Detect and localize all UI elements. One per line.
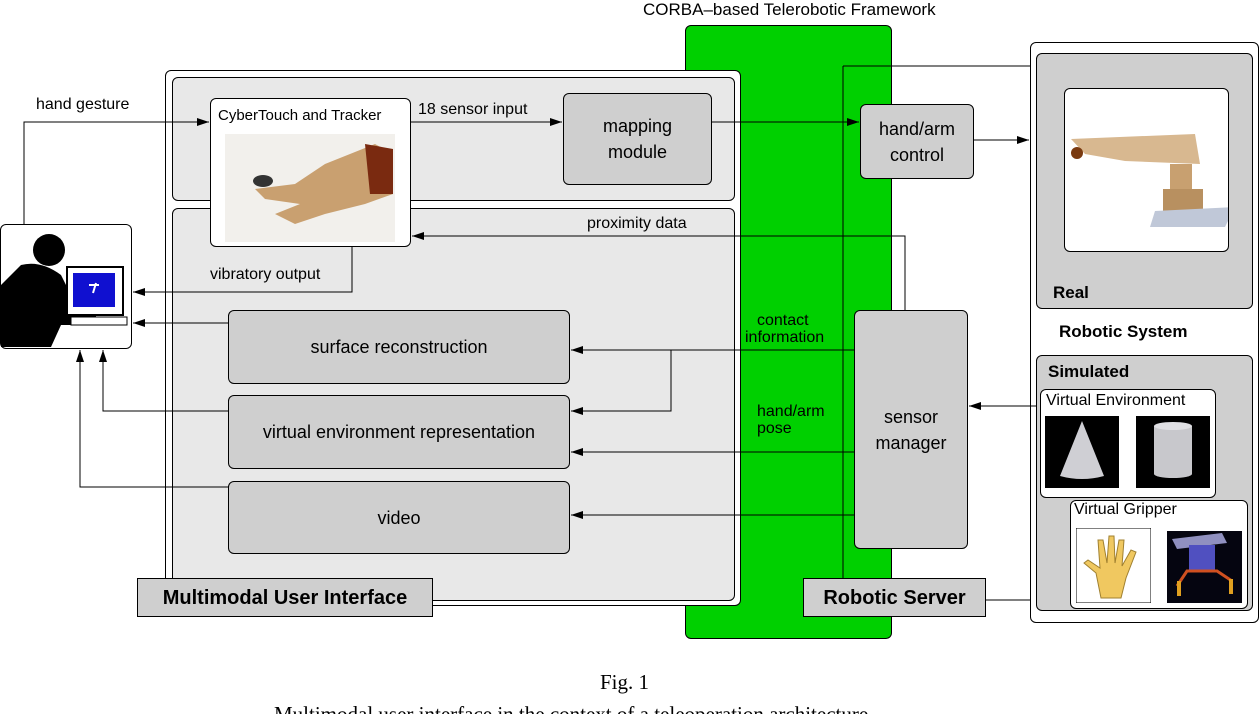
pose-line1: hand/arm bbox=[757, 403, 825, 420]
figure-number: Fig. 1 bbox=[600, 670, 650, 694]
sensor-manager-line1: sensor bbox=[883, 406, 939, 427]
hand-arm-pose-label: hand/arm pose bbox=[757, 403, 825, 437]
sensor-manager-line2: manager bbox=[875, 432, 947, 453]
vibratory-output-label: vibratory output bbox=[210, 266, 321, 283]
contact-line2: information bbox=[745, 329, 825, 346]
robot-arm-image bbox=[1071, 134, 1228, 227]
user-workstation-box bbox=[0, 224, 132, 349]
virtual-gripper-label: Virtual Gripper bbox=[1074, 501, 1177, 518]
cybertouch-label: CyberTouch and Tracker bbox=[218, 107, 382, 124]
virtual-environment-panel: Virtual Environment bbox=[1040, 389, 1216, 498]
hand-arm-control-line1: hand/arm bbox=[878, 118, 956, 139]
hand-arm-control-line2: control bbox=[889, 144, 945, 165]
framework-title: CORBA–based Telerobotic Framework bbox=[643, 0, 936, 19]
virtual-gripper-panel: Virtual Gripper bbox=[1070, 500, 1248, 609]
virtual-environment-representation-box: virtual environment representation bbox=[228, 395, 570, 469]
cyberglove-image bbox=[225, 134, 395, 242]
mui-label: Multimodal User Interface bbox=[137, 578, 433, 617]
cylinder-image bbox=[1136, 416, 1210, 488]
surface-reconstruction-box: surface reconstruction bbox=[228, 310, 570, 384]
pose-line2: pose bbox=[757, 420, 792, 437]
sensor-manager-box: sensor manager bbox=[854, 310, 968, 549]
user-at-computer-icon bbox=[1, 234, 128, 347]
simulated-label: Simulated bbox=[1048, 362, 1130, 381]
robotic-system-label: Robotic System bbox=[1059, 322, 1188, 341]
video-box: video bbox=[228, 481, 570, 554]
figure-caption: Multimodal user interface in the context… bbox=[274, 702, 869, 714]
virtual-hand-image bbox=[1076, 528, 1151, 603]
sensor-input-label: 18 sensor input bbox=[418, 101, 528, 118]
robot-gripper-image bbox=[1167, 531, 1242, 603]
mapping-module-box: mapping module bbox=[563, 93, 712, 185]
proximity-data-label: proximity data bbox=[587, 215, 687, 232]
robotic-server-label: Robotic Server bbox=[803, 578, 986, 617]
real-robot-image bbox=[1064, 88, 1229, 252]
contact-information-label: contact information bbox=[745, 312, 824, 346]
contact-line1: contact bbox=[757, 312, 809, 329]
cone-image bbox=[1045, 416, 1119, 488]
hand-arm-control-box: hand/arm control bbox=[860, 104, 974, 179]
virtual-environment-label: Virtual Environment bbox=[1046, 392, 1186, 409]
mapping-line2: module bbox=[607, 142, 668, 162]
mapping-line1: mapping bbox=[602, 116, 673, 136]
cybertouch-box: CyberTouch and Tracker bbox=[210, 98, 411, 247]
real-label: Real bbox=[1053, 283, 1089, 302]
hand-gesture-label: hand gesture bbox=[36, 96, 130, 113]
